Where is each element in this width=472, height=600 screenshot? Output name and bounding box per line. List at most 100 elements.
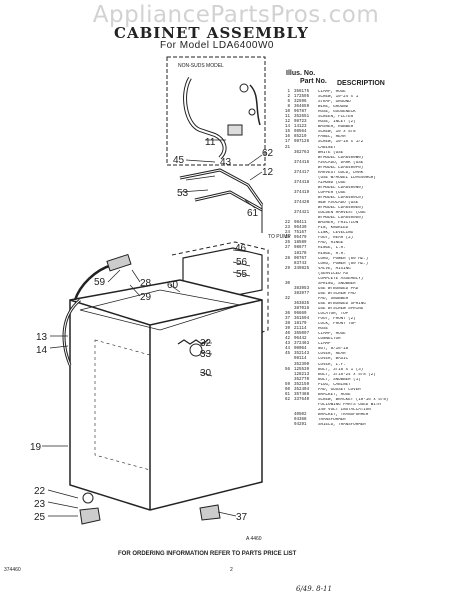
part-description: COVER, REAR xyxy=(318,352,346,357)
diagram-code: A 4460 xyxy=(246,536,262,542)
parts-row: 60 352404 PAD, GUSSET COVER xyxy=(270,388,468,393)
illus-number: 32 xyxy=(284,296,290,301)
part-number: 96787 xyxy=(294,110,307,115)
part-description: COPPER (USE xyxy=(318,190,346,195)
power-cord xyxy=(73,263,113,301)
part-description: HOSE, INLET (2) xyxy=(318,120,356,125)
callout-14: 14 xyxy=(36,345,48,356)
part-description: COVER, L.F. xyxy=(318,362,346,367)
part-description: USE W/BONDED PAD xyxy=(318,286,359,291)
part-description: ALMOND (USE xyxy=(318,180,346,185)
part-description: NEW AVOCADO (USE xyxy=(318,201,359,206)
parts-row: W/MODEL LDA6400W0) xyxy=(270,156,468,161)
callout-56: 56 xyxy=(236,257,248,268)
callout-62: 62 xyxy=(262,148,274,159)
illus-number: 60 xyxy=(284,387,290,392)
part-number: 98564 xyxy=(294,130,307,135)
part-description: BOLT, 3/16-24 x 5/8 (2) xyxy=(318,372,376,377)
inset-label: NON-SUDS MODEL xyxy=(178,63,224,69)
part-number: 98723 xyxy=(294,120,307,125)
part-description: W/MODEL LDA6400C0) xyxy=(318,195,364,200)
illus-number: 10 xyxy=(284,110,290,115)
illus-number: 17 xyxy=(284,140,290,145)
part-number: 352390 xyxy=(294,362,310,367)
part-number: 372463 xyxy=(294,342,310,347)
parts-row: (SERVICED AS xyxy=(270,272,468,277)
illus-number: 45 xyxy=(284,352,290,357)
illus-number: 6 xyxy=(287,100,290,105)
part-number: 364659 xyxy=(294,105,310,110)
part-number: 40502 xyxy=(294,413,307,417)
part-number: 128213 xyxy=(294,372,310,377)
illus-number: 56 xyxy=(284,367,290,372)
part-description: WASHER, RUBBER xyxy=(318,125,354,130)
illus-number: 26 xyxy=(284,241,290,246)
part-number: 352404 xyxy=(294,387,310,392)
part-description: NUT, 8/16-18 xyxy=(318,347,349,352)
callout-43: 43 xyxy=(220,157,232,168)
front-foot-left xyxy=(79,507,101,525)
part-description: SCREEN, FILTER xyxy=(318,115,354,120)
part-description: CORD, POWER (50 HZ.) xyxy=(318,261,369,266)
illus-number: 2 xyxy=(287,95,290,100)
front-foot-right xyxy=(199,504,221,521)
callout-53: 53 xyxy=(177,188,189,199)
part-number: 361594 xyxy=(294,317,310,322)
ordering-note: FOR ORDERING INFORMATION REFER TO PARTS … xyxy=(118,551,297,557)
part-description: FOOT, REAR (2) xyxy=(318,236,354,241)
part-number: 352143 xyxy=(294,352,310,357)
illus-number: 62 xyxy=(284,397,290,402)
part-description: (USE W/MODEL LDA6400G0) xyxy=(318,175,376,180)
to-pump-label: TO PUMP xyxy=(268,234,291,240)
part-description: PAD, HINGE xyxy=(318,241,344,246)
callout-59: 59 xyxy=(94,277,106,288)
part-description: BRACKET, TRANSFORMER xyxy=(318,413,369,417)
rear-panel xyxy=(171,241,269,341)
part-number: 387016 xyxy=(294,307,310,312)
part-number: 374417 xyxy=(294,170,310,175)
part-description: SCREW, 10-16 x 1/2 xyxy=(318,140,364,145)
part-number: 32596 xyxy=(294,100,307,105)
part-description: SCREW, 10 x 5/8 xyxy=(318,130,356,135)
callout-25: 25 xyxy=(34,512,46,523)
part-description: PAD, GUSSET COVER xyxy=(318,387,361,392)
illus-number: 16 xyxy=(284,135,290,140)
parts-row: COMPLETE ASSEMBLY) xyxy=(270,277,468,282)
part-number: 21114 xyxy=(294,327,307,332)
parts-row: 45 352143 COVER, REAR xyxy=(270,352,468,357)
part-number: 18179 xyxy=(294,322,307,327)
part-header: Part No. xyxy=(300,78,327,85)
part-description: HINGE, R.H. xyxy=(318,251,346,256)
part-description: W/MODEL LDA6400P0) xyxy=(318,165,364,170)
part-number: 90064 xyxy=(294,347,307,352)
part-description: AVOCADO, DARK (USE xyxy=(318,160,364,165)
cabinet-body xyxy=(69,279,263,511)
callout-11: 11 xyxy=(205,137,216,148)
part-number: 98411 xyxy=(294,221,307,226)
parts-row: 240 VOLT INSTALLATION xyxy=(270,408,468,413)
part-number: 94291 xyxy=(294,423,307,428)
part-number: 337640 xyxy=(294,397,310,402)
illus-number: 44 xyxy=(284,347,290,352)
parts-row: W/MODEL LDA6400P0) xyxy=(270,166,468,171)
illus-number: 38 xyxy=(284,322,290,327)
illus-number: 42 xyxy=(284,337,290,342)
callout-22: 22 xyxy=(34,486,46,497)
